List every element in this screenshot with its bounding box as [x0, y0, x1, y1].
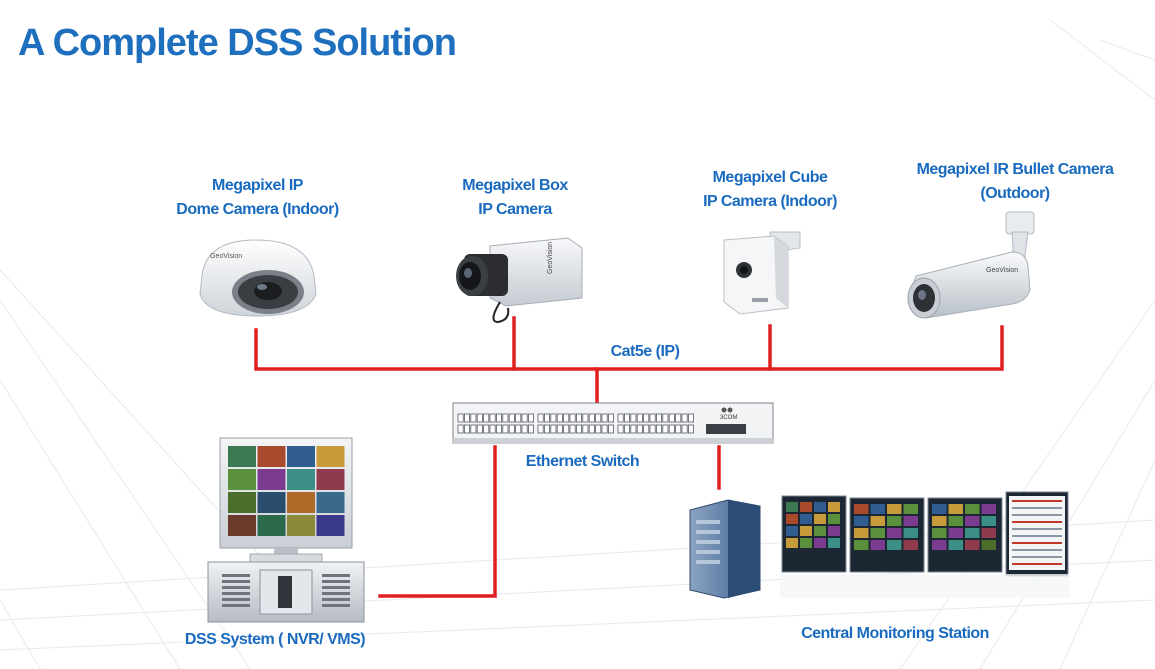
ethernet-switch-icon: 3COM: [452, 402, 774, 444]
dss-system-label: DSS System ( NVR/ VMS): [184, 631, 366, 648]
svg-text:GeoVision: GeoVision: [210, 253, 242, 260]
cube-camera-label-line2: IP Camera (Indoor): [703, 193, 837, 210]
monitoring-station-icon: [689, 491, 1070, 599]
box-camera-label-line2: IP Camera: [478, 201, 552, 218]
dome-camera-icon: GeoVision: [199, 239, 317, 317]
dome-camera-label: Megapixel IP Dome Camera (Indoor): [150, 174, 365, 222]
cat5e-label: Cat5e (IP): [610, 343, 680, 360]
page-title: A Complete DSS Solution: [18, 22, 457, 64]
dome-camera-label-line2: Dome Camera (Indoor): [176, 201, 339, 218]
cat5e-bus-line: [254, 325, 1004, 371]
switch-brand: 3COM: [720, 415, 737, 421]
box-camera-label: Megapixel Box IP Camera: [425, 174, 605, 222]
box-camera-label-line1: Megapixel Box: [462, 177, 568, 194]
box-camera-icon: GeoVision: [456, 237, 583, 324]
svg-text:GeoVision: GeoVision: [547, 242, 554, 274]
dome-camera-label-line1: Megapixel IP: [212, 177, 303, 194]
bullet-camera-label: Megapixel IR Bullet Camera (Outdoor): [890, 158, 1140, 206]
central-monitoring-label: Central Monitoring Station: [801, 625, 989, 642]
bullet-camera-label-line1: Megapixel IR Bullet Camera: [916, 161, 1114, 178]
bullet-camera-label-line2: (Outdoor): [980, 185, 1050, 202]
cube-camera-label: Megapixel Cube IP Camera (Indoor): [670, 166, 870, 214]
ethernet-switch-label: Ethernet Switch: [525, 453, 640, 470]
svg-text:GeoVision: GeoVision: [986, 267, 1018, 274]
nvr-cable: [378, 445, 497, 598]
dss-workstation-icon: [207, 437, 365, 623]
cube-camera-icon: [723, 231, 801, 315]
bullet-camera-icon: GeoVision: [907, 211, 1035, 319]
cube-camera-label-line1: Megapixel Cube: [712, 169, 828, 186]
